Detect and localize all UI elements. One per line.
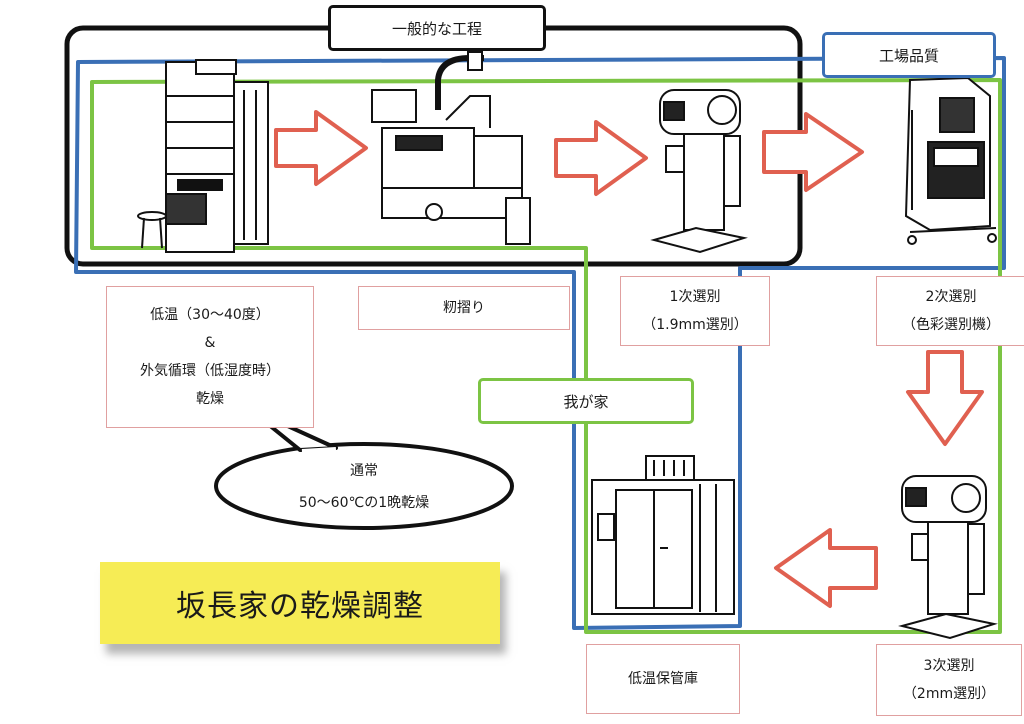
factory-quality-frame	[74, 56, 1006, 630]
drying-line-4: 乾燥	[196, 391, 224, 407]
third-sort-label: 3次選別 （2mm選別）	[876, 644, 1022, 716]
drying-line-1: 低温（30〜40度）	[150, 307, 270, 323]
rice-huller-icon	[371, 51, 531, 245]
second-sort-line-1: 2次選別	[925, 289, 977, 305]
cold-storage-icon	[591, 455, 735, 615]
first-sort-line-2: （1.9mm選別）	[642, 317, 748, 333]
second-sort-label: 2次選別 （色彩選別機）	[876, 276, 1024, 346]
hulling-text: 籾摺り	[443, 300, 485, 316]
storage-text: 低温保管庫	[628, 671, 698, 687]
grain-dryer-icon	[137, 59, 269, 253]
page-title-text: 坂長家の乾燥調整	[176, 589, 424, 624]
arrow-right-2	[554, 120, 648, 196]
grain-sorter-icon	[650, 89, 748, 254]
first-sort-label: 1次選別 （1.9mm選別）	[620, 276, 770, 346]
third-sort-line-1: 3次選別	[923, 658, 975, 674]
bubble-line-1: 通常	[350, 463, 378, 479]
arrow-right-3	[762, 112, 864, 192]
drying-line-3: 外気循環（低湿度時）	[140, 363, 280, 379]
storage-label: 低温保管庫	[586, 644, 740, 714]
our-home-tag-label: 我が家	[563, 392, 609, 411]
speech-bubble: 通常 50〜60℃の1晩乾燥	[218, 446, 510, 526]
general-process-tag-label: 一般的な工程	[391, 19, 482, 38]
arrow-down	[906, 350, 984, 446]
drying-label: 低温（30〜40度） & 外気循環（低湿度時） 乾燥	[106, 286, 314, 428]
our-home-tag: 我が家	[478, 378, 694, 424]
hulling-label: 籾摺り	[358, 286, 570, 330]
bubble-line-2: 50〜60℃の1晩乾燥	[298, 495, 430, 511]
page-title: 坂長家の乾燥調整	[100, 562, 500, 644]
arrow-right-1	[274, 110, 368, 186]
drying-line-2: &	[204, 335, 216, 351]
third-sort-line-2: （2mm選別）	[902, 686, 996, 702]
first-sort-line-1: 1次選別	[669, 289, 721, 305]
factory-quality-tag-label: 工場品質	[878, 46, 939, 65]
our-home-frame	[90, 78, 1002, 634]
arrow-left	[774, 528, 878, 608]
second-sort-line-2: （色彩選別機）	[902, 317, 1000, 333]
color-sorter-icon	[904, 76, 997, 245]
factory-quality-tag: 工場品質	[822, 32, 996, 78]
general-process-tag: 一般的な工程	[328, 5, 546, 51]
grain-sorter-icon-2	[898, 475, 998, 640]
